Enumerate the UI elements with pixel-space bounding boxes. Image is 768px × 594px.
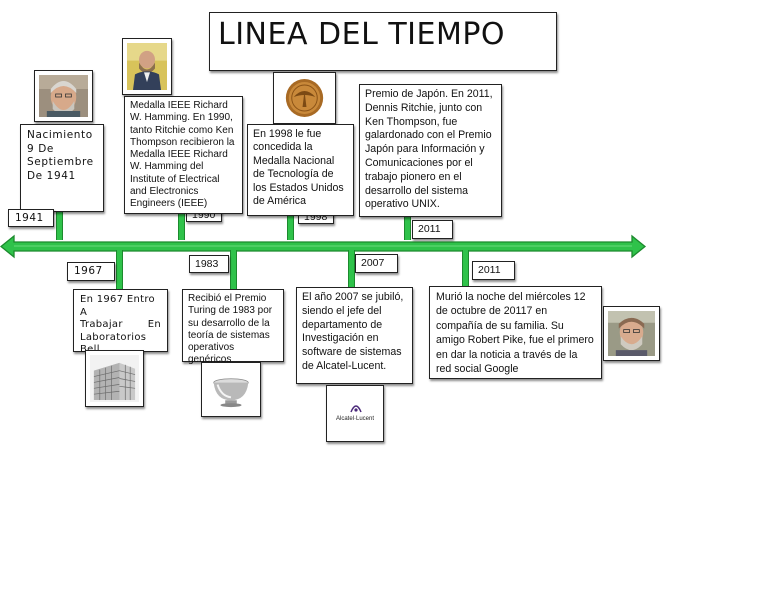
year-label-1967: 1967 <box>67 262 115 281</box>
event-text-2011-death: Murió la noche del miércoles 12 de octub… <box>429 286 602 379</box>
stem-1990 <box>178 210 185 240</box>
event-text-1967: En 1967 Entro A Trabajar En Laboratorios… <box>73 289 168 355</box>
event-text-2007: El año 2007 se jubiló, siendo el jefe de… <box>296 287 413 384</box>
trophy-bowl-image-1983 <box>201 362 261 417</box>
stem-2011a <box>404 210 411 240</box>
event-text-1990: Medalla IEEE Richard W. Hamming. En 1990… <box>124 96 243 214</box>
portrait-photo-1990 <box>122 38 172 95</box>
medal-image-1998 <box>273 72 336 124</box>
year-label-1983: 1983 <box>189 255 229 273</box>
stem-1967 <box>116 250 123 290</box>
stem-2007 <box>348 250 355 288</box>
event-line: Laboratorios <box>80 331 147 343</box>
event-line: En 1967 Entro A <box>80 294 155 318</box>
stem-1998 <box>287 210 294 240</box>
stem-1983 <box>230 250 237 290</box>
portrait-photo-2011 <box>603 306 660 361</box>
event-line: De 1941 <box>27 169 76 182</box>
year-label-1941: 1941 <box>8 209 54 227</box>
alcatel-lucent-logo: Alcatel·Lucent <box>326 385 384 442</box>
year-label-2011-bottom: 2011 <box>472 261 515 280</box>
event-text-1998: En 1998 le fue concedida la Medalla Naci… <box>247 124 354 216</box>
page-title: LINEA DEL TIEMPO <box>209 12 557 71</box>
building-image-1967 <box>85 350 144 407</box>
stem-1941 <box>56 210 63 240</box>
alcatel-lucent-logo-text: Alcatel·Lucent <box>335 416 375 422</box>
event-line: 9 De <box>27 142 54 155</box>
event-line: Bell <box>80 344 161 357</box>
event-text-1941: Nacimiento 9 De Septiembre De 1941 <box>20 124 104 212</box>
portrait-photo-1941 <box>34 70 93 122</box>
event-text-1983: Recibió el Premio Turing de 1983 por su … <box>182 289 284 365</box>
year-label-2011-top: 2011 <box>412 220 453 239</box>
event-line: Nacimiento <box>27 129 93 141</box>
year-label-2007: 2007 <box>355 254 398 273</box>
event-text-2011-japan-prize: Premio de Japón. En 2011, Dennis Ritchie… <box>359 84 502 217</box>
stem-2011b <box>462 250 469 288</box>
timeline-axis <box>0 234 647 259</box>
event-line: Trabajar En <box>80 319 161 331</box>
event-line: Septiembre <box>27 156 94 168</box>
alcatel-lucent-logo-icon <box>350 405 362 413</box>
